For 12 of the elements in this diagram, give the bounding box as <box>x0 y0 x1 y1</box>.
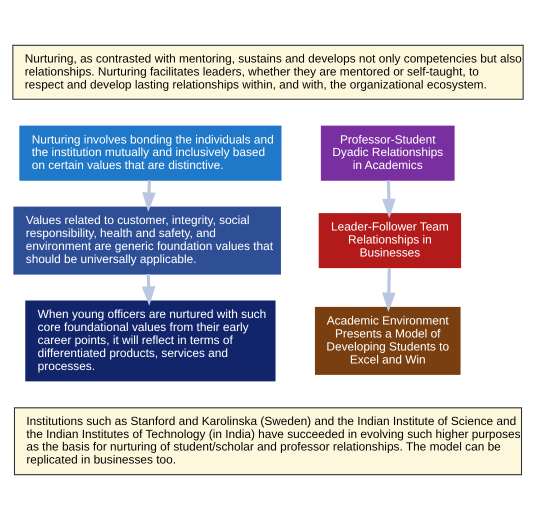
node-box: When young officers are nurtured with such core foundational values from their early career points, it will reflect in terms of differentiated products, services and processes. <box>25 300 276 382</box>
node-box: Institutions such as Stanford and Karolinska (Sweden) and the Indian Institute of Science and the Indian Institutes of Technology (in India) have succeeded in evolving such higher purposes as the basis for nurturing of student/scholar and professor relationships. The model can be replicated in businesses too. <box>14 407 522 476</box>
arrow <box>142 274 156 306</box>
arrow <box>142 180 156 212</box>
node-box: Nurturing, as contrasted with mentoring, sustains and develops not only competencies but also relationships. Nurturing facilitates leaders, whether they are mentored or self-taught, to respect and develop lasting relationships within, and with, the organizational ecosystem. <box>12 44 524 100</box>
arrow <box>382 180 396 218</box>
node-box: Nurturing involves bonding the individuals and the institution mutually and inclusively based on certain values that are distinctive. <box>19 126 282 181</box>
node-box: Professor-Student Dyadic Relationships in Academics <box>320 126 455 181</box>
arrow <box>382 268 396 312</box>
node-box: Leader-Follower Team Relationships in Businesses <box>318 213 462 268</box>
node-box: Academic Environment Presents a Model of Developing Students to Excel and Win <box>314 306 461 375</box>
node-box: Values related to customer, integrity, social responsibility, health and safety, and environment are generic foundation values that should be universally applicable. <box>13 206 281 275</box>
